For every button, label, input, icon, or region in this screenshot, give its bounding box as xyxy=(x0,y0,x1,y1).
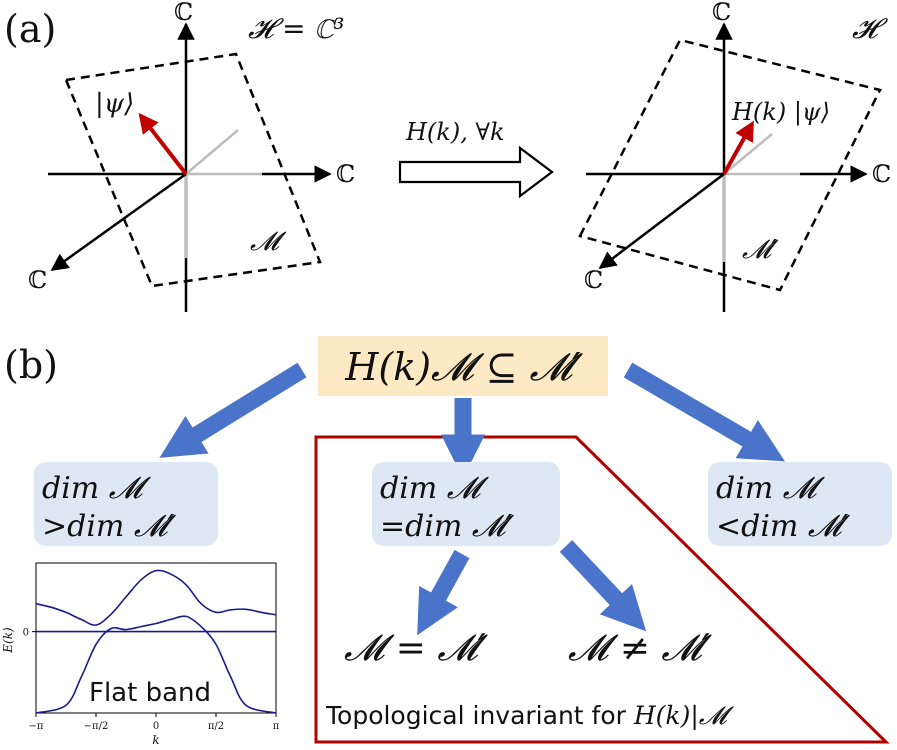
panel-b-label: (b) xyxy=(4,343,58,387)
less-box xyxy=(708,462,892,546)
left-space-label: 𝓗 = ℂ³ xyxy=(248,12,345,45)
axis-down-left xyxy=(50,172,187,272)
arrow-to-less xyxy=(623,362,785,462)
left-axis-up-label: ℂ xyxy=(174,0,193,26)
arrow-to-equal-case xyxy=(417,549,470,636)
equal-line1: dim 𝓜 xyxy=(380,471,490,506)
equal-line2: =dim 𝓜′ xyxy=(380,509,515,544)
greater-box xyxy=(34,462,218,546)
inset-ticks: −π −π/2 0 π/2 π 0 xyxy=(23,628,280,732)
subspace-label-M: 𝓜 xyxy=(250,227,287,257)
subspace-plane-M-prime xyxy=(578,38,882,292)
x-tick-label: −π xyxy=(29,721,44,732)
x-tick-label: π xyxy=(273,721,280,732)
right-space-label: 𝓗 xyxy=(852,12,888,45)
transformed-state-vector xyxy=(722,120,754,175)
caption-math: H(k)|𝓜 xyxy=(633,701,735,731)
topological-caption: Topological invariant for H(k)|𝓜 xyxy=(325,701,735,731)
x-tick-label: −π/2 xyxy=(84,721,109,732)
left-axis-right-label: ℂ xyxy=(336,160,355,188)
greater-line1: dim 𝓜 xyxy=(42,471,152,506)
less-line2: <dim 𝓜′ xyxy=(716,509,851,544)
condition-box xyxy=(318,336,608,396)
band-structure-inset: −π −π/2 0 π/2 π 0 Flat band k E(k) xyxy=(1,562,280,747)
notequal-case-label: 𝓜 ≠ 𝓜′ xyxy=(568,628,712,669)
right-axes xyxy=(578,22,882,312)
condition-text: H(k)𝓜 ⊆ 𝓜′ xyxy=(344,345,583,389)
r-axis-hidden-back xyxy=(723,133,773,175)
inset-xlabel: k xyxy=(152,733,159,747)
less-line1: dim 𝓜 xyxy=(716,471,826,506)
axis-hidden-back xyxy=(185,129,239,175)
arrow-to-notequal-case xyxy=(559,540,647,632)
arrow-to-greater xyxy=(159,362,307,458)
x-tick-label: 0 xyxy=(153,721,159,732)
right-axis-down-label: ℂ xyxy=(584,266,603,294)
blue-arrows xyxy=(159,362,785,636)
y-tick-label: 0 xyxy=(23,628,29,639)
band-line-2 xyxy=(35,615,277,714)
topological-frame xyxy=(314,435,890,744)
panel-a-label: (a) xyxy=(4,7,56,51)
inset-ylabel: E(k) xyxy=(1,627,15,654)
equal-case-label: 𝓜 = 𝓜′ xyxy=(344,628,488,669)
equal-box xyxy=(372,462,560,546)
state-vector-psi xyxy=(138,112,188,176)
band-line-1 xyxy=(35,569,277,626)
transformed-state-label: H(k) |ψ⟩ xyxy=(731,98,830,127)
right-axis-up-label: ℂ xyxy=(712,0,731,26)
caption-text: Topological invariant for xyxy=(325,701,634,730)
r-axis-down-left xyxy=(598,173,725,270)
right-axis-right-label: ℂ xyxy=(872,160,891,188)
transform-arrow xyxy=(398,145,554,199)
state-label: |ψ⟩ xyxy=(95,89,134,119)
x-tick-label: π/2 xyxy=(208,721,224,732)
left-axis-down-label: ℂ xyxy=(28,266,47,294)
greater-line2: >dim 𝓜′ xyxy=(42,509,177,544)
subspace-plane-M xyxy=(64,52,322,288)
transform-label: H(k), ∀k xyxy=(405,118,504,146)
inset-label: Flat band xyxy=(89,678,211,708)
left-axes xyxy=(48,22,332,312)
inset-lines xyxy=(35,569,277,714)
subspace-label-M-prime: 𝓜′ xyxy=(742,235,779,265)
